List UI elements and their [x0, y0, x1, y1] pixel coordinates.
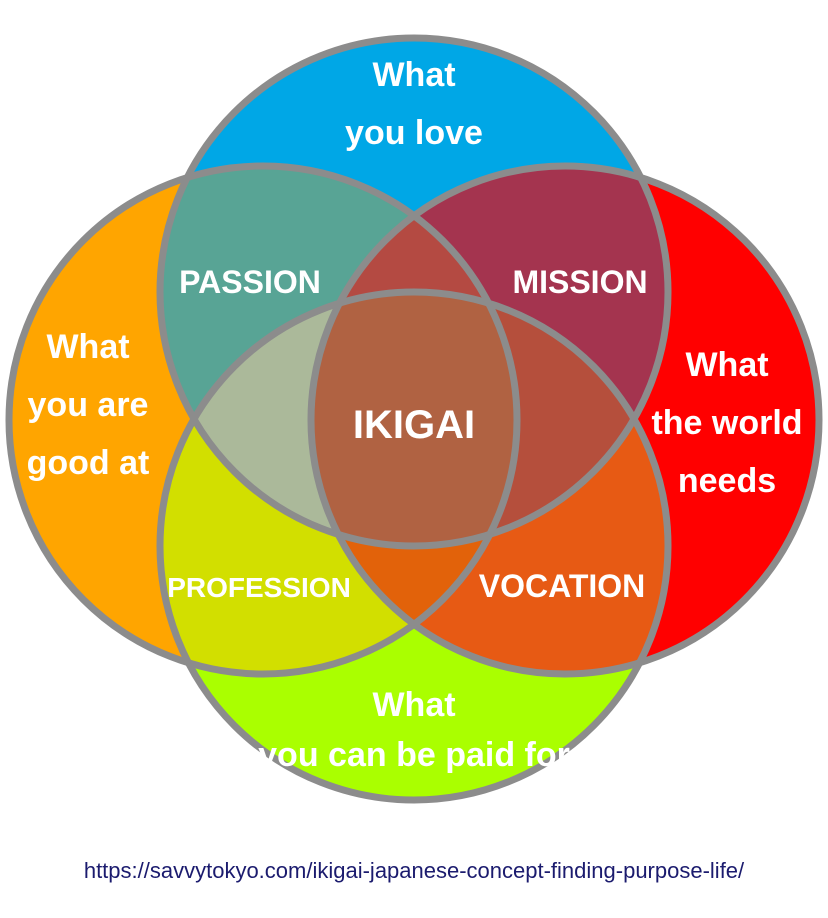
label-good-line1: What	[46, 328, 129, 366]
label-good-line3: good at	[27, 444, 150, 482]
label-mission: MISSION	[512, 264, 647, 300]
label-paid-line2: you can be paid for	[258, 736, 570, 774]
label-passion: PASSION	[179, 264, 321, 300]
ikigai-venn-diagram: What you love What you are good at What …	[5, 34, 823, 804]
label-profession: PROFESSION	[167, 572, 351, 603]
label-vocation: VOCATION	[479, 568, 646, 604]
label-world-line3: needs	[678, 462, 776, 500]
region-top-right-bottom	[311, 292, 668, 546]
label-good-line2: you are	[28, 386, 149, 424]
label-world-line2: the world	[651, 404, 802, 442]
label-love-line1: What	[372, 56, 455, 94]
source-url: https://savvytokyo.com/ikigai-japanese-c…	[83, 858, 745, 883]
label-love-line2: you love	[345, 114, 483, 152]
region-top-left-bottom	[160, 292, 517, 546]
label-paid-line1: What	[372, 686, 455, 724]
label-ikigai: IKIGAI	[353, 403, 475, 447]
circle-outlines	[5, 34, 823, 804]
label-world-line1: What	[685, 346, 768, 384]
